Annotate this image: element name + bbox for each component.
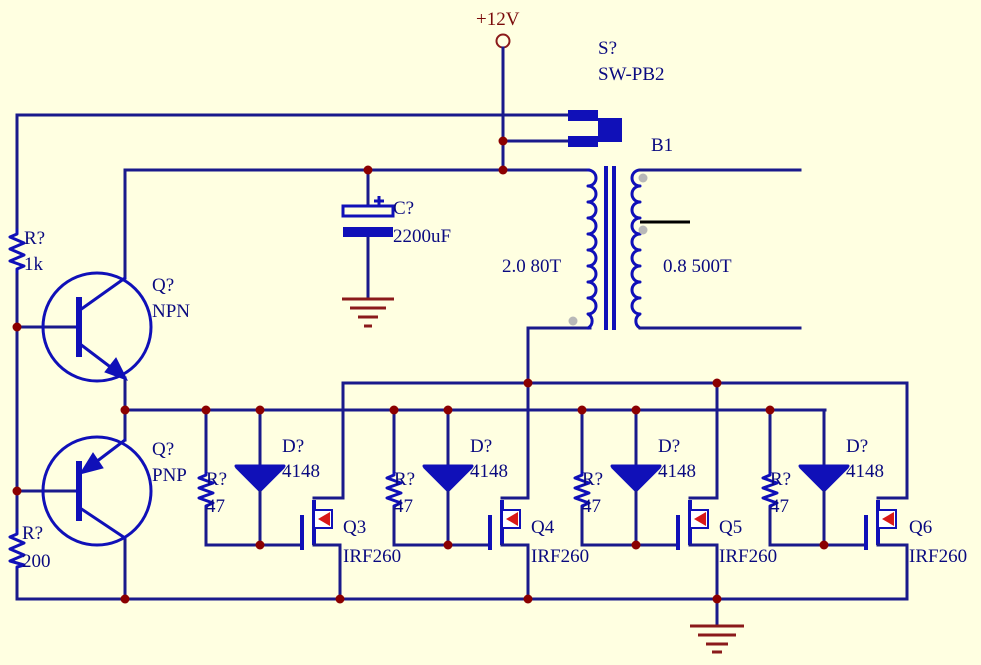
resistor-designator: R?	[24, 228, 45, 249]
resistor-value: 1k	[24, 254, 44, 275]
resistor-designator: R?	[206, 469, 227, 490]
npn-transistor: Q? NPN	[41, 271, 190, 383]
diode-value: 4148	[470, 461, 508, 482]
push-button-switch: S? SW-PB2	[568, 38, 665, 147]
resistor-designator: R?	[22, 523, 43, 544]
capacitor-designator: C?	[393, 198, 414, 219]
diode-designator: D?	[470, 436, 492, 457]
mosfet-stage: R? 47 D? 4148 Q5 IRF260	[573, 381, 777, 601]
ground-symbol	[342, 297, 394, 328]
resistor-value: 47	[206, 496, 225, 517]
resistor-value: 47	[394, 496, 413, 517]
capacitor-value: 2200uF	[393, 226, 451, 247]
diode-value: 4148	[282, 461, 320, 482]
switch-designator: S?	[598, 38, 617, 59]
capacitor: C? 2200uF	[341, 196, 451, 247]
transistor-designator: Q?	[152, 275, 174, 296]
mosfet-stage: R? 47 D? 4148 Q3 IRF260	[197, 381, 401, 601]
resistor-designator: R?	[582, 469, 603, 490]
diode-designator: D?	[846, 436, 868, 457]
diode-designator: D?	[658, 436, 680, 457]
transformer-designator: B1	[651, 135, 673, 156]
diode-designator: D?	[282, 436, 304, 457]
resistor-value: 200	[22, 551, 51, 572]
mosfet-stage: R? 47 D? 4148 Q4 IRF260	[385, 381, 589, 601]
diode-value: 4148	[846, 461, 884, 482]
mosfet-value: IRF260	[909, 546, 967, 567]
transistor-type: PNP	[152, 465, 187, 486]
resistor-designator: R?	[770, 469, 791, 490]
mosfet-designator: Q4	[531, 517, 555, 538]
resistor-value: 47	[582, 496, 601, 517]
diode-value: 4148	[658, 461, 696, 482]
main-wires	[15, 46, 909, 627]
mosfet-stage: R? 47 D? 4148 Q6 IRF260	[761, 381, 967, 601]
power-label: +12V	[476, 9, 520, 30]
mosfet-value: IRF260	[531, 546, 589, 567]
pnp-transistor: Q? PNP	[41, 435, 187, 547]
transformer: B1 2.0 80T 0.8 500T	[502, 135, 802, 330]
resistor-designator: R?	[394, 469, 415, 490]
mosfet-designator: Q5	[719, 517, 742, 538]
mosfet-designator: Q3	[343, 517, 366, 538]
ground-symbol	[690, 624, 744, 654]
resistor-value: 47	[770, 496, 789, 517]
transistor-designator: Q?	[152, 439, 174, 460]
transformer-primary-label: 2.0 80T	[502, 256, 562, 277]
mosfet-value: IRF260	[719, 546, 777, 567]
transformer-secondary-label: 0.8 500T	[663, 256, 732, 277]
transistor-type: NPN	[152, 301, 190, 322]
resistor: R? 1k	[8, 228, 45, 275]
mosfet-value: IRF260	[343, 546, 401, 567]
switch-value: SW-PB2	[598, 64, 665, 85]
power-terminal: +12V	[476, 9, 520, 49]
junction-dots	[12, 136, 829, 604]
resistor: R? 200	[8, 523, 51, 572]
mosfet-designator: Q6	[909, 517, 932, 538]
